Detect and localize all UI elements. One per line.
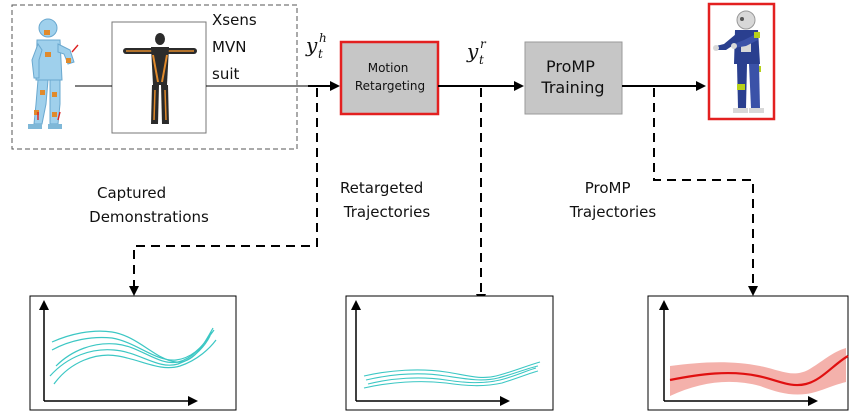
retargeted-trajectory-1 bbox=[363, 361, 541, 379]
motion-retargeting-label: Motion Retargeting bbox=[355, 61, 425, 93]
captured-plot-frame bbox=[29, 295, 237, 411]
robot-signal-label: y t r bbox=[466, 37, 489, 68]
human-avatar-icon bbox=[28, 18, 79, 129]
promp-dashed-connector bbox=[653, 88, 758, 296]
promp-training-label: ProMP Training bbox=[540, 57, 604, 97]
captured-trajectories bbox=[49, 327, 217, 385]
human-signal-label: y t h bbox=[305, 31, 328, 62]
captured-dashed-connector bbox=[129, 88, 318, 296]
suit-figure-icon bbox=[123, 33, 197, 124]
promp-trajectories-label: ProMP Trajectories bbox=[569, 179, 657, 221]
captured-trajectory-5 bbox=[53, 339, 217, 385]
motion-retargeting-block bbox=[339, 40, 440, 116]
retargeted-trajectories-label: Retargeted Trajectories bbox=[340, 179, 430, 221]
retargeted-trajectories bbox=[363, 361, 541, 389]
retargeted-trajectory-4 bbox=[363, 370, 539, 389]
robot-icon bbox=[713, 10, 764, 113]
retargeted-trajectory-3 bbox=[367, 367, 537, 385]
retargeted-plot-frame bbox=[345, 295, 554, 411]
promp-training-block bbox=[524, 41, 623, 115]
capture-group-frame bbox=[11, 4, 298, 150]
captured-trajectory-3 bbox=[55, 329, 215, 367]
suit-label: Xsens MVN suit bbox=[212, 11, 261, 83]
promp-mean-trajectory bbox=[669, 355, 849, 387]
captured-trajectory-4 bbox=[49, 335, 211, 377]
retargeted-trajectory-2 bbox=[365, 365, 539, 381]
captured-demonstrations-label: Captured Demonstrations bbox=[89, 184, 209, 226]
promp-plot-frame bbox=[647, 295, 849, 411]
